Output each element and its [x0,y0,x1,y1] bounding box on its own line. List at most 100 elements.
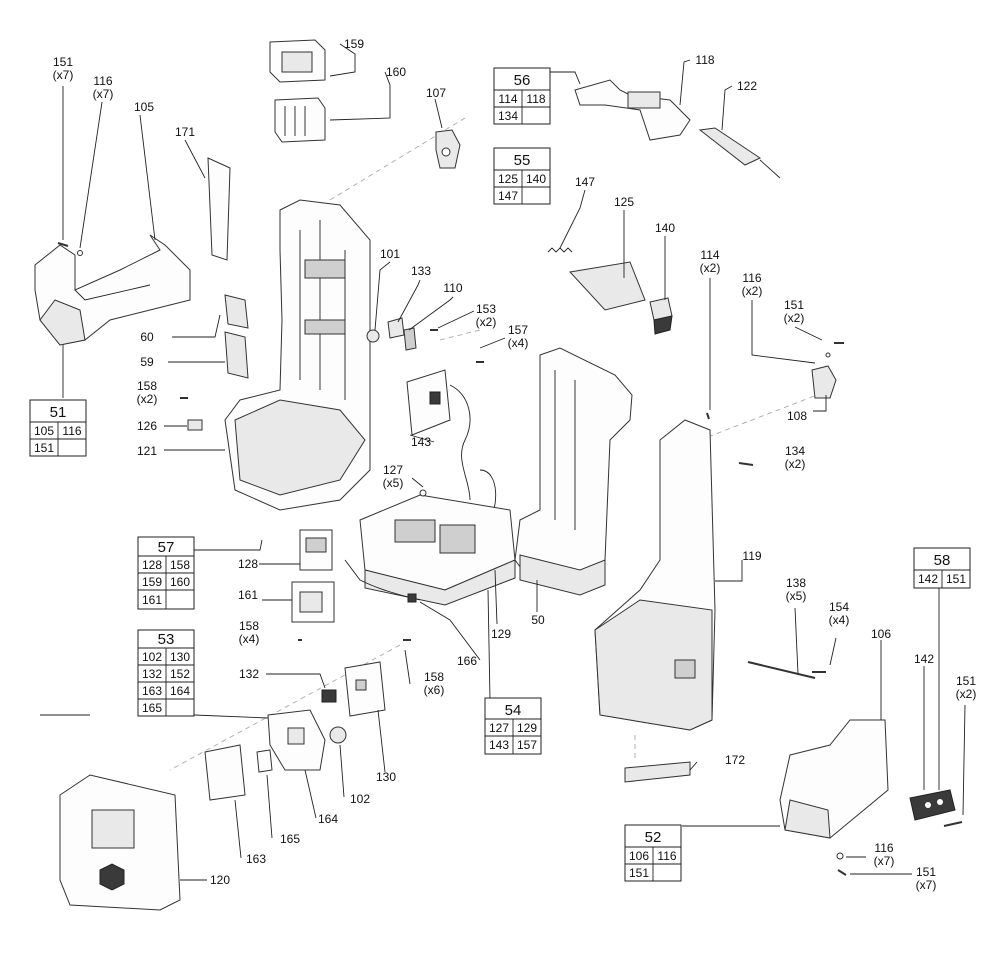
callout-158-x2: 158(x2) [137,379,158,406]
callout-119: 119 [742,549,761,563]
callout-114-x2: 114(x2) [700,248,721,275]
svg-text:147: 147 [498,189,518,203]
svg-text:158: 158 [170,558,190,572]
callout-106: 106 [871,627,891,641]
callout-116-x7-b: 116(x7) [874,841,895,868]
part-118-handle [574,79,691,141]
callout-172: 172 [725,753,745,767]
svg-text:163: 163 [142,684,162,698]
svg-text:105: 105 [34,424,54,438]
svg-text:129: 129 [517,721,537,735]
svg-text:151: 151 [629,866,649,880]
assembly-guide-lines [169,117,831,771]
callout-labels: 151(x7) 116(x7) 105 171 159 160 107 118 … [53,37,977,892]
callout-120: 120 [210,873,230,887]
callout-153-x2: 153(x2) [476,302,497,329]
callout-160: 160 [386,65,406,79]
part-120-door [59,774,181,911]
part-142-block [909,789,956,821]
svg-text:125: 125 [498,172,518,186]
kit-table-57: 57 128 158 159 160 161 [137,536,195,610]
callout-129: 129 [491,627,511,641]
svg-text:114: 114 [498,92,517,106]
callout-130: 130 [376,770,396,784]
svg-text:160: 160 [170,575,190,589]
svg-text:116: 116 [62,424,81,438]
svg-text:55: 55 [514,152,531,169]
callout-60: 60 [140,330,154,344]
svg-text:118: 118 [526,92,545,106]
svg-text:52: 52 [645,829,662,846]
svg-text:142: 142 [918,572,938,586]
part-172-pad [624,761,691,783]
part-147-spring [547,247,573,253]
kit-table-51: 51 105 116 151 [29,399,87,457]
callout-127-x5: 127(x5) [383,463,404,490]
part-171-pad [207,157,231,261]
svg-text:116: 116 [657,849,676,863]
svg-text:164: 164 [170,684,190,698]
part-143-board [406,369,451,436]
callout-101: 101 [380,247,400,261]
svg-text:165: 165 [142,701,162,715]
svg-text:152: 152 [170,667,190,681]
svg-text:159: 159 [142,575,162,589]
svg-text:57: 57 [158,539,175,556]
part-108-latch [811,365,837,399]
callout-118: 118 [695,53,714,67]
callout-116-x2: 116(x2) [742,271,763,298]
callout-121: 121 [137,444,157,458]
svg-text:51: 51 [50,404,67,421]
callout-151-x7-b: 151(x7) [916,865,937,892]
svg-text:157: 157 [517,738,537,752]
kit-table-56: 56 114 118 134 [493,67,551,125]
callout-126: 126 [137,419,157,433]
callout-143: 143 [411,435,431,449]
callout-157-x4: 157(x4) [508,323,529,350]
callout-142: 142 [914,652,934,666]
part-59-plate [224,331,249,379]
callout-158-x4: 158(x4) [239,619,260,646]
part-138-screw [747,661,816,679]
svg-text:151: 151 [946,572,966,586]
part-164-panel [267,709,326,771]
callout-147: 147 [575,175,595,189]
svg-text:58: 58 [934,552,951,569]
svg-text:151: 151 [34,441,54,455]
part-163-label [204,744,246,801]
svg-text:102: 102 [142,650,162,664]
part-122-strap [698,127,781,179]
callout-125: 125 [614,195,634,209]
part-60-plate [224,294,249,329]
kit-table-54: 54 127 129 143 157 [484,697,542,755]
callout-102: 102 [350,792,370,806]
leader-lines [40,43,966,881]
part-126-clip [187,419,203,431]
callout-128: 128 [238,557,258,571]
callout-158-x6: 158(x6) [424,670,445,697]
part-133-bracket [387,317,405,339]
part-121-housing [224,199,371,511]
callout-138-x5: 138(x5) [786,576,807,603]
part-101-knob [366,329,380,343]
callout-161: 161 [238,588,258,602]
svg-text:54: 54 [505,702,522,719]
svg-text:53: 53 [158,631,175,648]
part-129-tray [359,494,516,606]
part-107-latch [435,129,461,169]
callout-165: 165 [280,832,300,846]
part-160-frame [274,97,326,143]
part-165-gasket [256,749,273,773]
part-125-slider [569,261,646,311]
callout-159: 159 [344,37,364,51]
part-132-switch [321,689,337,703]
callout-134-x2: 134(x2) [785,444,806,471]
callout-108: 108 [787,409,807,423]
cable-plug [407,593,417,603]
svg-text:128: 128 [142,558,162,572]
part-106-bracket [779,719,889,839]
part-140-button [649,297,673,335]
callout-133: 133 [411,264,431,278]
callout-140: 140 [655,221,675,235]
